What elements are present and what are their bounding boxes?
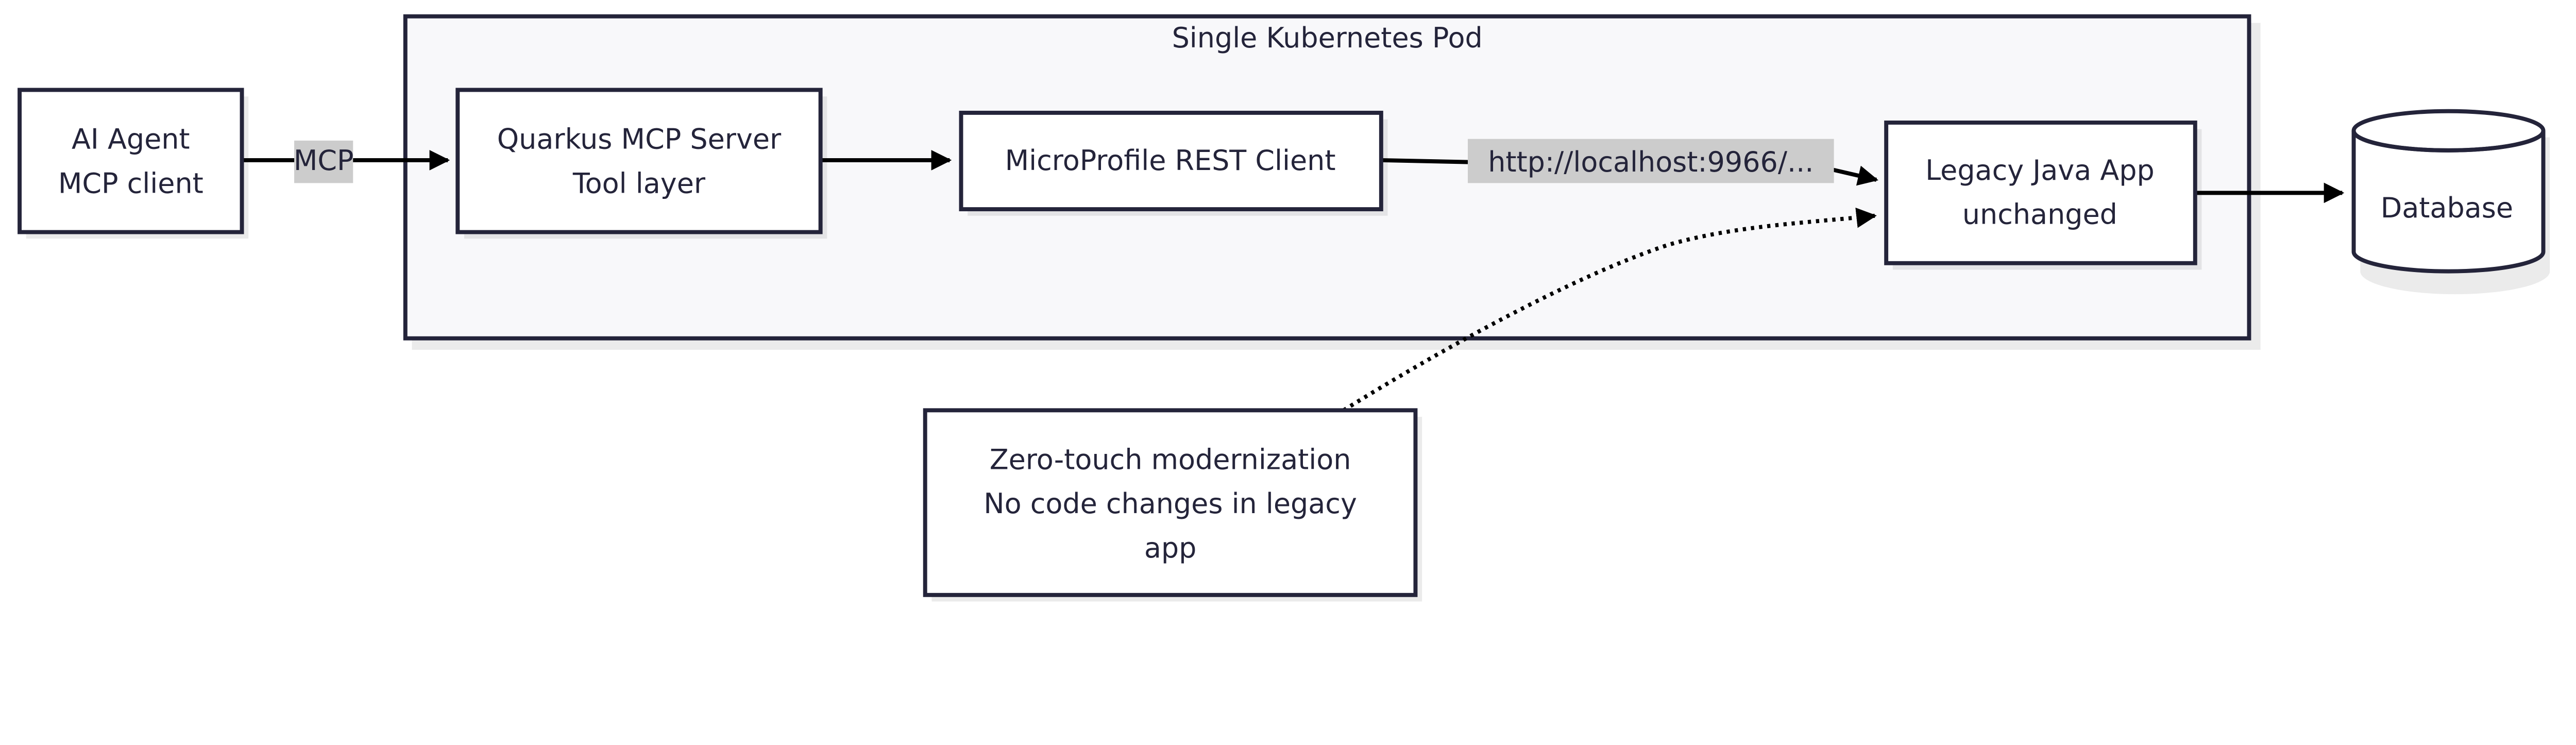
node-note-zero-touch[interactable]: Zero-touch modernization No code changes… — [923, 408, 1422, 602]
node-legacy-java-app[interactable]: Legacy Java App unchanged — [1884, 120, 2202, 270]
edge-note-legacy — [1342, 207, 1877, 412]
node-label: Zero-touch modernization — [990, 444, 1351, 476]
edge-label-mcp: MCP — [294, 144, 354, 177]
node-label: Tool layer — [572, 167, 706, 199]
node-database[interactable]: Database — [2351, 109, 2550, 295]
node-label: MCP client — [58, 167, 204, 199]
node-ai-agent[interactable]: AI Agent MCP client — [18, 88, 249, 239]
edge-label-bg — [294, 140, 353, 183]
node-label-database: Database — [2381, 192, 2513, 224]
pod-title: Single Kubernetes Pod — [1172, 22, 1483, 54]
node-label: unchanged — [1962, 198, 2117, 231]
node-label: Quarkus MCP Server — [497, 123, 782, 156]
node-label: Legacy Java App — [1925, 154, 2155, 187]
edge-agent-quarkus: MCP — [242, 140, 450, 183]
diagram-canvas: Single Kubernetes Pod MCP http://localho… — [18, 14, 2550, 602]
edge-label-bg — [1467, 139, 1834, 183]
node-microprofile-rest-client[interactable]: MicroProfile REST Client — [959, 110, 1388, 216]
node-label: app — [1144, 532, 1197, 564]
edge-rest-legacy: http://localhost:9966/... — [1381, 139, 1878, 186]
edge-label-url: http://localhost:9966/... — [1488, 146, 1814, 178]
node-label: MicroProfile REST Client — [1005, 144, 1336, 177]
node-label: No code changes in legacy — [984, 487, 1357, 520]
node-label: AI Agent — [72, 123, 190, 156]
node-quarkus-mcp-server[interactable]: Quarkus MCP Server Tool layer — [455, 88, 827, 239]
